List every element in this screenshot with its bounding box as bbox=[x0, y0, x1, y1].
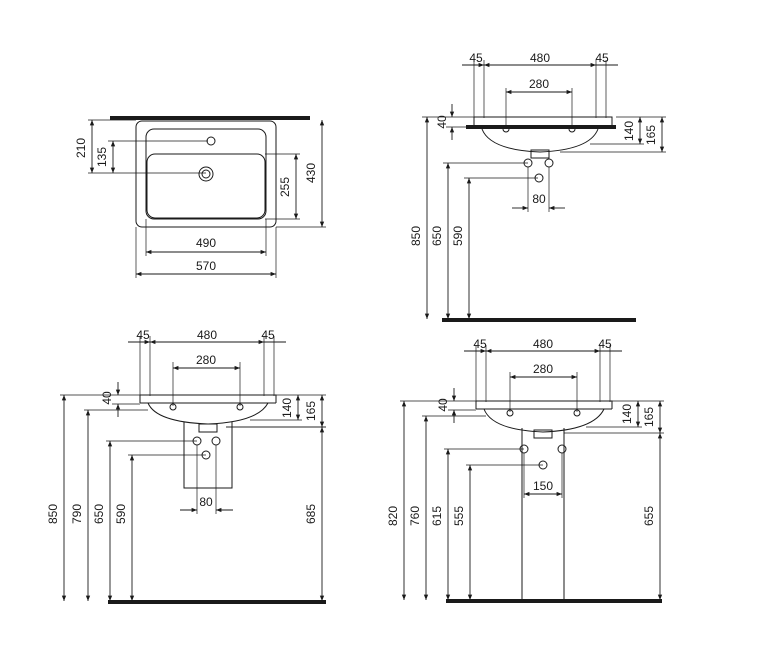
dim-label-45: 45 bbox=[473, 337, 487, 351]
full-pedestal bbox=[521, 428, 565, 601]
dim-label-80: 80 bbox=[199, 495, 213, 509]
dim-label-280: 280 bbox=[533, 362, 553, 376]
side-view-wall-hung: 45 480 45 280 40 140 165 850 650 590 bbox=[409, 51, 666, 322]
basin-rim bbox=[145, 128, 267, 220]
supply-right bbox=[557, 444, 567, 454]
dim-label-140: 140 bbox=[620, 404, 634, 424]
trap bbox=[530, 149, 550, 159]
dim-label-480: 480 bbox=[530, 51, 550, 65]
dim-label-820: 820 bbox=[386, 506, 400, 526]
dim-label-140: 140 bbox=[280, 398, 294, 418]
dim-label-480: 480 bbox=[533, 337, 553, 351]
dim-label-45: 45 bbox=[261, 328, 275, 342]
tap-hole bbox=[206, 136, 216, 146]
dim-label-165: 165 bbox=[644, 125, 658, 145]
dim-label-40: 40 bbox=[100, 391, 114, 405]
side-view-half-pedestal: 45 480 45 280 40 140 165 685 850 790 bbox=[46, 328, 326, 604]
dim-label-135: 135 bbox=[95, 147, 109, 167]
wall-line bbox=[110, 116, 310, 120]
floor-line bbox=[442, 318, 636, 322]
side-view-full-pedestal: 45 480 45 280 40 140 165 655 820 760 615 bbox=[386, 337, 664, 603]
countertop-line bbox=[466, 125, 616, 129]
supply-right bbox=[211, 436, 221, 446]
dim-label-615: 615 bbox=[430, 506, 444, 526]
basin-top-edge bbox=[475, 400, 613, 409]
dim-label-555: 555 bbox=[452, 506, 466, 526]
dim-label-45: 45 bbox=[136, 328, 150, 342]
basin-underside bbox=[476, 408, 612, 433]
plan-view: 210 135 255 430 490 570 bbox=[74, 116, 326, 278]
dim-label-430: 430 bbox=[304, 163, 318, 183]
dim-label-165: 165 bbox=[304, 401, 318, 421]
drain bbox=[198, 166, 214, 182]
dim-label-45: 45 bbox=[595, 51, 609, 65]
basin-top-edge bbox=[139, 394, 277, 403]
dim-label-165: 165 bbox=[642, 407, 656, 427]
trap bbox=[198, 423, 218, 433]
dim-label-280: 280 bbox=[196, 353, 216, 367]
dim-label-40: 40 bbox=[435, 115, 449, 129]
dim-label-590: 590 bbox=[114, 504, 128, 524]
dim-label-45: 45 bbox=[469, 51, 483, 65]
dim-label-655: 655 bbox=[642, 506, 656, 526]
dim-label-650: 650 bbox=[430, 226, 444, 246]
basin-outline bbox=[135, 120, 277, 228]
dim-label-790: 790 bbox=[70, 504, 84, 524]
floor-line bbox=[446, 599, 662, 603]
dim-label-590: 590 bbox=[451, 226, 465, 246]
dim-label-760: 760 bbox=[408, 506, 422, 526]
dim-label-490: 490 bbox=[196, 236, 216, 250]
dim-label-850: 850 bbox=[409, 226, 423, 246]
dim-label-210: 210 bbox=[74, 138, 88, 158]
basin-bowl bbox=[146, 153, 266, 219]
dim-label-255: 255 bbox=[278, 177, 292, 197]
dim-label-140: 140 bbox=[622, 121, 636, 141]
dim-label-570: 570 bbox=[196, 259, 216, 273]
dim-label-850: 850 bbox=[46, 504, 60, 524]
dim-label-150: 150 bbox=[533, 479, 553, 493]
trap bbox=[533, 429, 553, 439]
floor-line bbox=[108, 600, 326, 604]
basin-underside bbox=[481, 128, 599, 153]
dim-label-480: 480 bbox=[197, 328, 217, 342]
dim-label-40: 40 bbox=[436, 398, 450, 412]
supply-right bbox=[544, 158, 554, 168]
dim-label-80: 80 bbox=[532, 192, 546, 206]
dim-label-280: 280 bbox=[529, 77, 549, 91]
drain-inner bbox=[201, 169, 211, 179]
dim-label-45: 45 bbox=[598, 337, 612, 351]
basin-underside bbox=[140, 402, 276, 425]
dim-label-685: 685 bbox=[304, 504, 318, 524]
basin-top-edge bbox=[473, 116, 613, 125]
dim-label-650: 650 bbox=[92, 504, 106, 524]
